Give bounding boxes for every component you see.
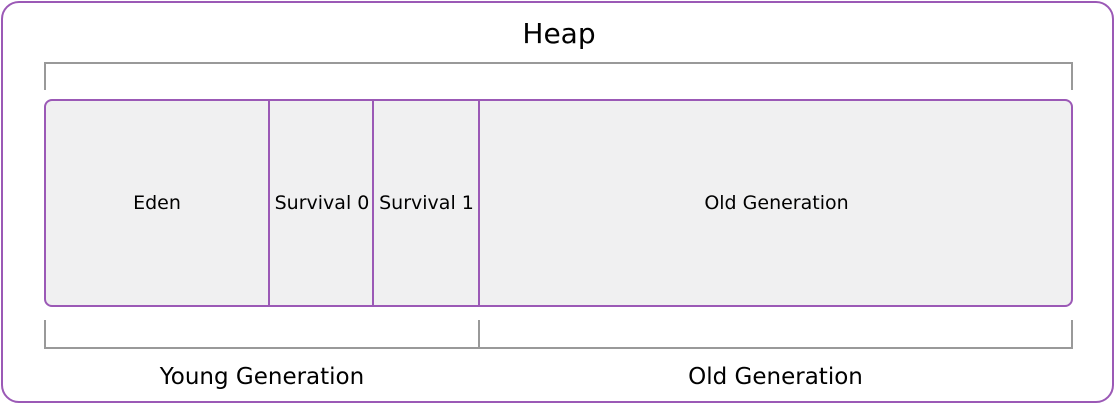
heap-bracket <box>44 62 1073 90</box>
young-generation-label: Young Generation <box>159 364 365 390</box>
old-generation-group-label: Old Generation <box>688 364 863 390</box>
young-generation-bracket <box>44 320 480 349</box>
eden-segment: Eden <box>46 101 268 305</box>
heap-title: Heap <box>522 17 596 50</box>
survival-1-label: Survival 1 <box>379 192 474 214</box>
heap-memory-bar: Eden Survival 0 Survival 1 Old Generatio… <box>44 99 1073 307</box>
survival-0-label: Survival 0 <box>274 192 370 214</box>
old-generation-segment-label: Old Generation <box>704 192 849 214</box>
old-generation-bracket <box>478 320 1073 349</box>
survival-1-segment: Survival 1 <box>372 101 479 305</box>
survival-0-segment: Survival 0 <box>268 101 374 305</box>
eden-label: Eden <box>133 192 181 214</box>
old-generation-segment: Old Generation <box>478 101 1071 305</box>
